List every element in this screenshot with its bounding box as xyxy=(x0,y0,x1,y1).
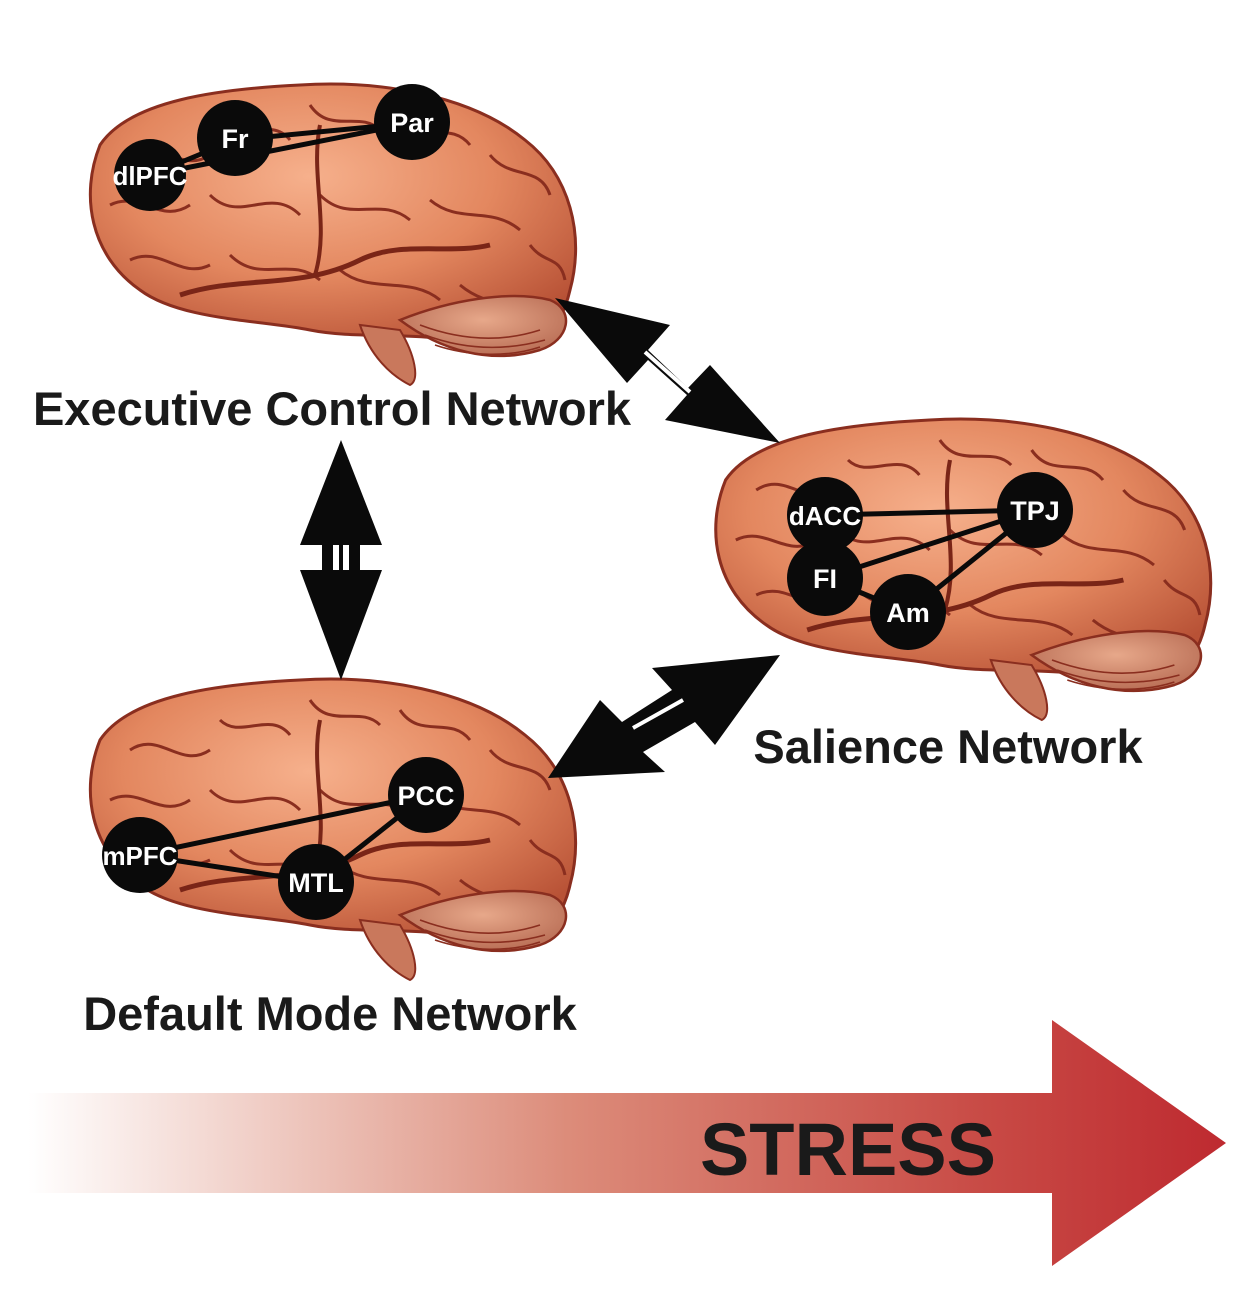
double-arrow-executive-salience xyxy=(555,298,780,443)
node-fi: FI xyxy=(787,540,863,616)
svg-text:FI: FI xyxy=(813,564,837,594)
node-dacc: dACC xyxy=(787,477,863,553)
node-tpj: TPJ xyxy=(997,472,1073,548)
svg-text:PCC: PCC xyxy=(397,781,454,811)
svg-text:Par: Par xyxy=(390,108,434,138)
svg-text:dACC: dACC xyxy=(789,501,861,531)
node-mtl: MTL xyxy=(278,844,354,920)
node-pcc: PCC xyxy=(388,757,464,833)
stress-arrow: STRESS xyxy=(28,1020,1226,1266)
svg-text:TPJ: TPJ xyxy=(1010,496,1060,526)
node-par: Par xyxy=(374,84,450,160)
node-mpfc: mPFC xyxy=(102,817,178,893)
double-arrow-default-salience xyxy=(548,655,780,778)
executive-network-label: Executive Control Network xyxy=(33,382,632,435)
double-arrow-executive-default xyxy=(300,440,382,680)
svg-text:MTL: MTL xyxy=(288,868,343,898)
node-am: Am xyxy=(870,574,946,650)
svg-text:dlPFC: dlPFC xyxy=(112,161,187,191)
svg-text:Fr: Fr xyxy=(222,124,249,154)
default-mode-network-label: Default Mode Network xyxy=(83,987,577,1040)
svg-text:Am: Am xyxy=(886,598,930,628)
stress-label: STRESS xyxy=(700,1108,996,1191)
node-dlpfc: dlPFC xyxy=(112,139,188,211)
svg-text:mPFC: mPFC xyxy=(102,841,177,871)
node-fr: Fr xyxy=(197,100,273,176)
salience-network-label: Salience Network xyxy=(753,720,1143,773)
